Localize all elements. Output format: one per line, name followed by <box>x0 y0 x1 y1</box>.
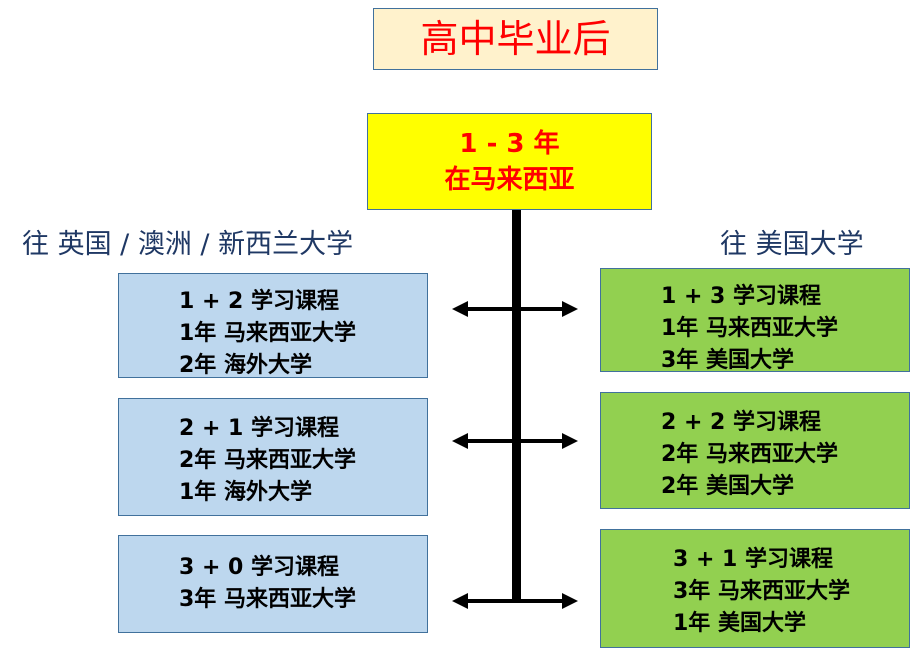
right-box-2: 2 + 2 学习课程 2年 马来西亚大学 2年 美国大学 <box>600 392 910 509</box>
box-line: 1年 美国大学 <box>673 611 806 636</box>
malaysia-years-box: 1 - 3 年 在马来西亚 <box>367 113 652 210</box>
box-line: 2年 美国大学 <box>661 474 794 499</box>
box-line: 2年 马来西亚大学 <box>661 442 838 467</box>
box-line: 3 + 0 学习课程 <box>179 555 340 580</box>
right-box-1: 1 + 3 学习课程 1年 马来西亚大学 3年 美国大学 <box>600 268 910 373</box>
double-arrow-icon <box>452 593 578 609</box>
title-box: 高中毕业后 <box>373 8 658 70</box>
box-line: 3年 马来西亚大学 <box>673 579 850 604</box>
years-label: 1 - 3 年 <box>459 129 560 159</box>
left-box-3: 3 + 0 学习课程 3年 马来西亚大学 <box>118 535 428 633</box>
vertical-connector <box>512 210 521 603</box>
box-line: 1年 马来西亚大学 <box>661 316 838 341</box>
box-line: 3年 马来西亚大学 <box>179 587 356 612</box>
box-line: 3 + 1 学习课程 <box>673 547 834 572</box>
box-line: 1 + 2 学习课程 <box>179 289 340 314</box>
box-line: 2 + 1 学习课程 <box>179 416 340 441</box>
double-arrow-icon <box>452 301 578 317</box>
right-header: 往 美国大学 <box>720 229 864 260</box>
box-line: 3年 美国大学 <box>661 348 794 373</box>
box-line: 1 + 3 学习课程 <box>661 284 822 309</box>
left-box-1: 1 + 2 学习课程 1年 马来西亚大学 2年 海外大学 <box>118 273 428 378</box>
box-line: 2年 海外大学 <box>179 353 312 378</box>
location-label: 在马来西亚 <box>444 165 575 195</box>
left-box-2: 2 + 1 学习课程 2年 马来西亚大学 1年 海外大学 <box>118 398 428 516</box>
right-box-3: 3 + 1 学习课程 3年 马来西亚大学 1年 美国大学 <box>600 529 910 648</box>
box-line: 2 + 2 学习课程 <box>661 410 822 435</box>
double-arrow-icon <box>452 433 578 449</box>
left-header: 往 英国 / 澳洲 / 新西兰大学 <box>22 229 354 260</box>
box-line: 1年 海外大学 <box>179 480 312 505</box>
box-line: 1年 马来西亚大学 <box>179 321 356 346</box>
box-line: 2年 马来西亚大学 <box>179 448 356 473</box>
